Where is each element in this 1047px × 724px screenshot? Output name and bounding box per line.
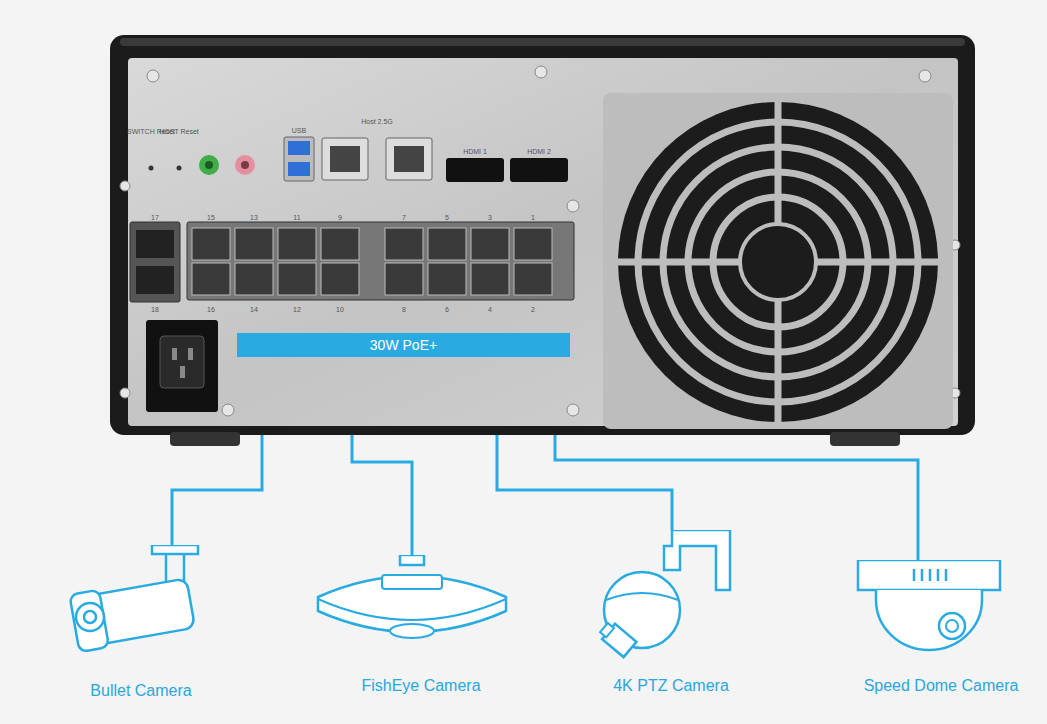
camera-label: Bullet Camera — [60, 682, 222, 700]
port-label: 9 — [338, 214, 342, 221]
band-label: 30W PoE+ — [370, 337, 437, 353]
port-label: 16 — [207, 306, 215, 313]
camera-icon — [60, 545, 210, 700]
port-label: 13 — [250, 214, 258, 221]
ptz-camera: 4K PTZ Camera — [580, 530, 762, 695]
port-label: 10 — [336, 306, 344, 313]
port-label: 12 — [293, 306, 301, 313]
port-label: HDMI 2 — [527, 148, 551, 155]
port-label: 4 — [488, 306, 492, 313]
camera-label: FishEye Camera — [300, 677, 542, 695]
port-label: 3 — [488, 214, 492, 221]
port-label: 15 — [207, 214, 215, 221]
fisheye-camera: FishEye Camera — [300, 555, 542, 695]
poe-band: 30W PoE+ — [237, 333, 570, 357]
port-label: HOST Reset — [159, 128, 199, 135]
port-label: USB — [292, 127, 306, 134]
port-label: 6 — [445, 306, 449, 313]
camera-label: 4K PTZ Camera — [580, 677, 762, 695]
camera-icon — [840, 560, 1030, 695]
dome-camera: Speed Dome Camera — [840, 560, 1042, 695]
port-label: 18 — [151, 306, 159, 313]
port-label: 5 — [445, 214, 449, 221]
camera-icon — [300, 555, 530, 695]
port-label: 7 — [402, 214, 406, 221]
port-label: 1 — [531, 214, 535, 221]
bullet-camera: Bullet Camera — [60, 545, 222, 700]
port-label: Host 2.5G — [361, 118, 393, 125]
camera-label: Speed Dome Camera — [840, 677, 1042, 695]
port-label: 8 — [402, 306, 406, 313]
camera-icon — [580, 530, 750, 695]
port-label: HDMI 1 — [463, 148, 487, 155]
port-label: 14 — [250, 306, 258, 313]
port-label: 17 — [151, 214, 159, 221]
port-label: 11 — [293, 214, 300, 221]
port-label: 2 — [531, 306, 535, 313]
